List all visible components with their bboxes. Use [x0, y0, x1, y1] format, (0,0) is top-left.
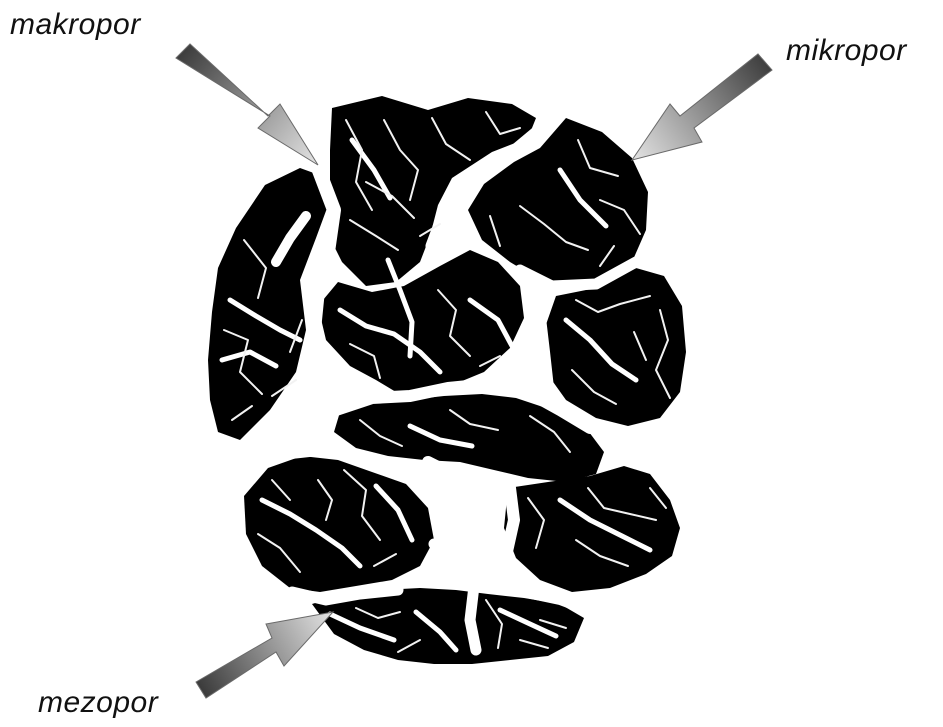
pointer-arrow-makropor	[176, 44, 318, 165]
fissure-right-vertical	[530, 282, 548, 388]
soil-aggregate	[208, 96, 686, 664]
arrow-icon	[632, 54, 772, 160]
pointer-arrow-mezopor	[196, 612, 333, 698]
arrow-icon	[196, 612, 333, 698]
aggregate-lower-right-block	[504, 466, 680, 592]
pointer-arrow-mikropor	[632, 54, 772, 160]
fissure-lower-band	[236, 448, 336, 456]
aggregate-center-block	[318, 250, 524, 392]
fissure-lower-center	[428, 462, 514, 556]
arrow-icon	[176, 44, 318, 165]
